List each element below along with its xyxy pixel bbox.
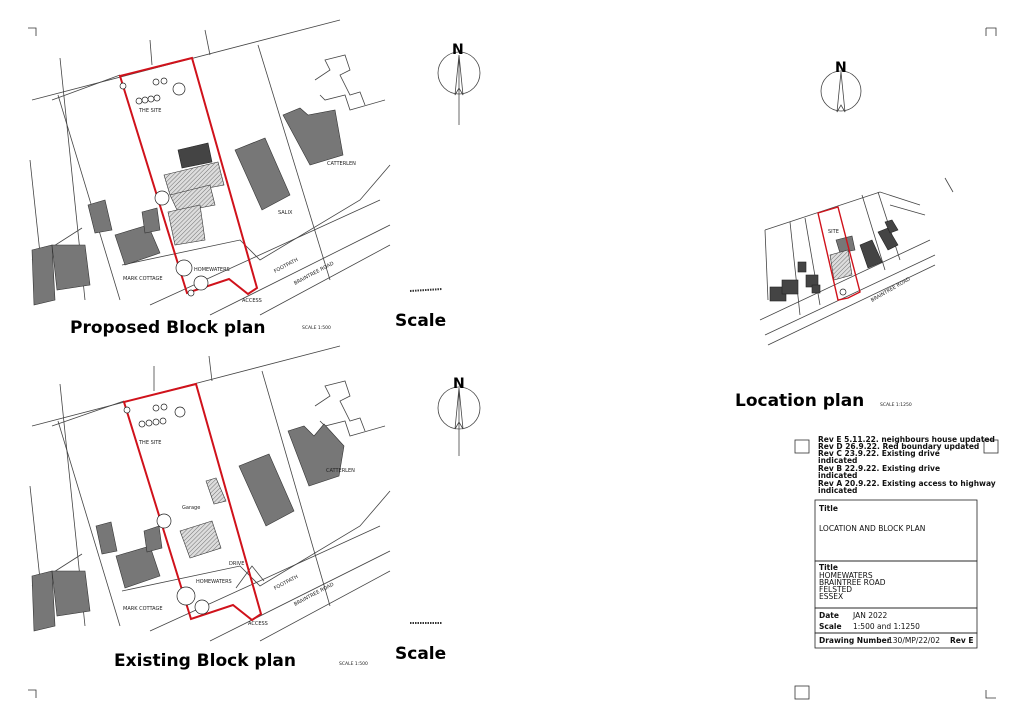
svg-text:indicated: indicated xyxy=(818,486,857,495)
label-access: ACCESS xyxy=(248,621,268,627)
svg-text:FELSTED: FELSTED xyxy=(819,585,852,594)
title-block: Title LOCATION AND BLOCK PLAN Title HOME… xyxy=(814,499,978,649)
existing-block-plan: THE SITE CATTERLEN Garage DRIVE MARK COT… xyxy=(29,345,481,671)
svg-text:Rev B 22.9.22. Existing drive: Rev B 22.9.22. Existing drive xyxy=(818,464,940,473)
svg-text:Drawing Number: Drawing Number xyxy=(819,636,891,645)
label-salix: SALIX xyxy=(278,210,293,216)
svg-text:indicated: indicated xyxy=(818,471,857,480)
revision-code: Rev E xyxy=(950,636,974,645)
scale-note: SCALE 1:500 xyxy=(302,325,331,331)
label-homewaters: HOMEWATERS xyxy=(194,267,230,273)
corner-marks xyxy=(28,27,999,700)
trees xyxy=(119,77,209,297)
scale-label: Scale xyxy=(395,644,446,664)
north-arrow-icon: N xyxy=(437,376,481,456)
north-arrow-icon: N xyxy=(437,42,481,125)
svg-text:Rev D 26.9.22. Red boundary up: Rev D 26.9.22. Red boundary updated xyxy=(818,442,979,451)
scale-value: 1:500 and 1:1250 xyxy=(853,622,920,631)
svg-text:Rev A 20.9.22. Existing access: Rev A 20.9.22. Existing access to highwa… xyxy=(818,479,996,488)
north-arrow-icon: N xyxy=(820,60,862,113)
drawing-number: 130/MP/22/02 xyxy=(888,636,940,645)
label-drive: DRIVE xyxy=(229,561,244,567)
label-catterlen: CATTERLEN xyxy=(327,161,356,167)
scale-note: SCALE 1:500 xyxy=(339,661,368,667)
svg-text:N: N xyxy=(835,60,847,76)
label-road: BRAINTREE ROAD xyxy=(870,276,912,303)
label-the-site: THE SITE xyxy=(138,440,161,446)
svg-text:BRAINTREE ROAD: BRAINTREE ROAD xyxy=(819,578,886,587)
svg-text:Rev E 5.11.22. neighbours hous: Rev E 5.11.22. neighbours house updated xyxy=(818,435,995,444)
svg-text:ESSEX: ESSEX xyxy=(819,592,843,601)
label-access: ACCESS xyxy=(242,298,262,304)
svg-text:Date: Date xyxy=(819,611,839,620)
date-value: JAN 2022 xyxy=(852,611,888,620)
label-footpath: FOOTPATH xyxy=(273,574,299,592)
revision-list: Rev E 5.11.22. neighbours house updated … xyxy=(818,435,996,495)
scale-note: SCALE 1:1250 xyxy=(880,402,912,408)
drawing-title: LOCATION AND BLOCK PLAN xyxy=(819,524,925,533)
plan-title: Location plan xyxy=(735,391,864,411)
label-mark-cottage: MARK COTTAGE xyxy=(123,276,163,282)
scale-bar xyxy=(409,288,443,292)
label-catterlen: CATTERLEN xyxy=(326,468,355,474)
location-plan: SITE BRAINTREE ROAD Location plan SCALE … xyxy=(735,60,954,411)
svg-text:Title: Title xyxy=(819,504,838,513)
plan-title: Proposed Block plan xyxy=(70,318,265,338)
svg-text:indicated: indicated xyxy=(818,456,857,465)
svg-text:N: N xyxy=(453,376,465,392)
svg-text:HOMEWATERS: HOMEWATERS xyxy=(819,571,873,580)
label-site: SITE xyxy=(828,229,839,235)
plan-title: Existing Block plan xyxy=(114,651,296,671)
label-road: BRAINTREE ROAD xyxy=(293,261,335,287)
svg-text:Scale: Scale xyxy=(819,622,842,631)
label-mark-cottage: MARK COTTAGE xyxy=(123,606,163,612)
svg-text:Title: Title xyxy=(819,563,838,572)
label-homewaters: HOMEWATERS xyxy=(196,579,232,585)
svg-text:Rev C 23.9.22. Existing drive: Rev C 23.9.22. Existing drive xyxy=(818,449,940,458)
label-the-site: THE SITE xyxy=(138,108,161,114)
proposed-block-plan: THE SITE CATTERLEN SALIX MARK COTTAGE HO… xyxy=(29,19,481,338)
svg-text:N: N xyxy=(452,42,464,58)
label-garage: Garage xyxy=(182,505,200,511)
site-boundary xyxy=(118,56,259,296)
scale-label: Scale xyxy=(395,311,446,331)
